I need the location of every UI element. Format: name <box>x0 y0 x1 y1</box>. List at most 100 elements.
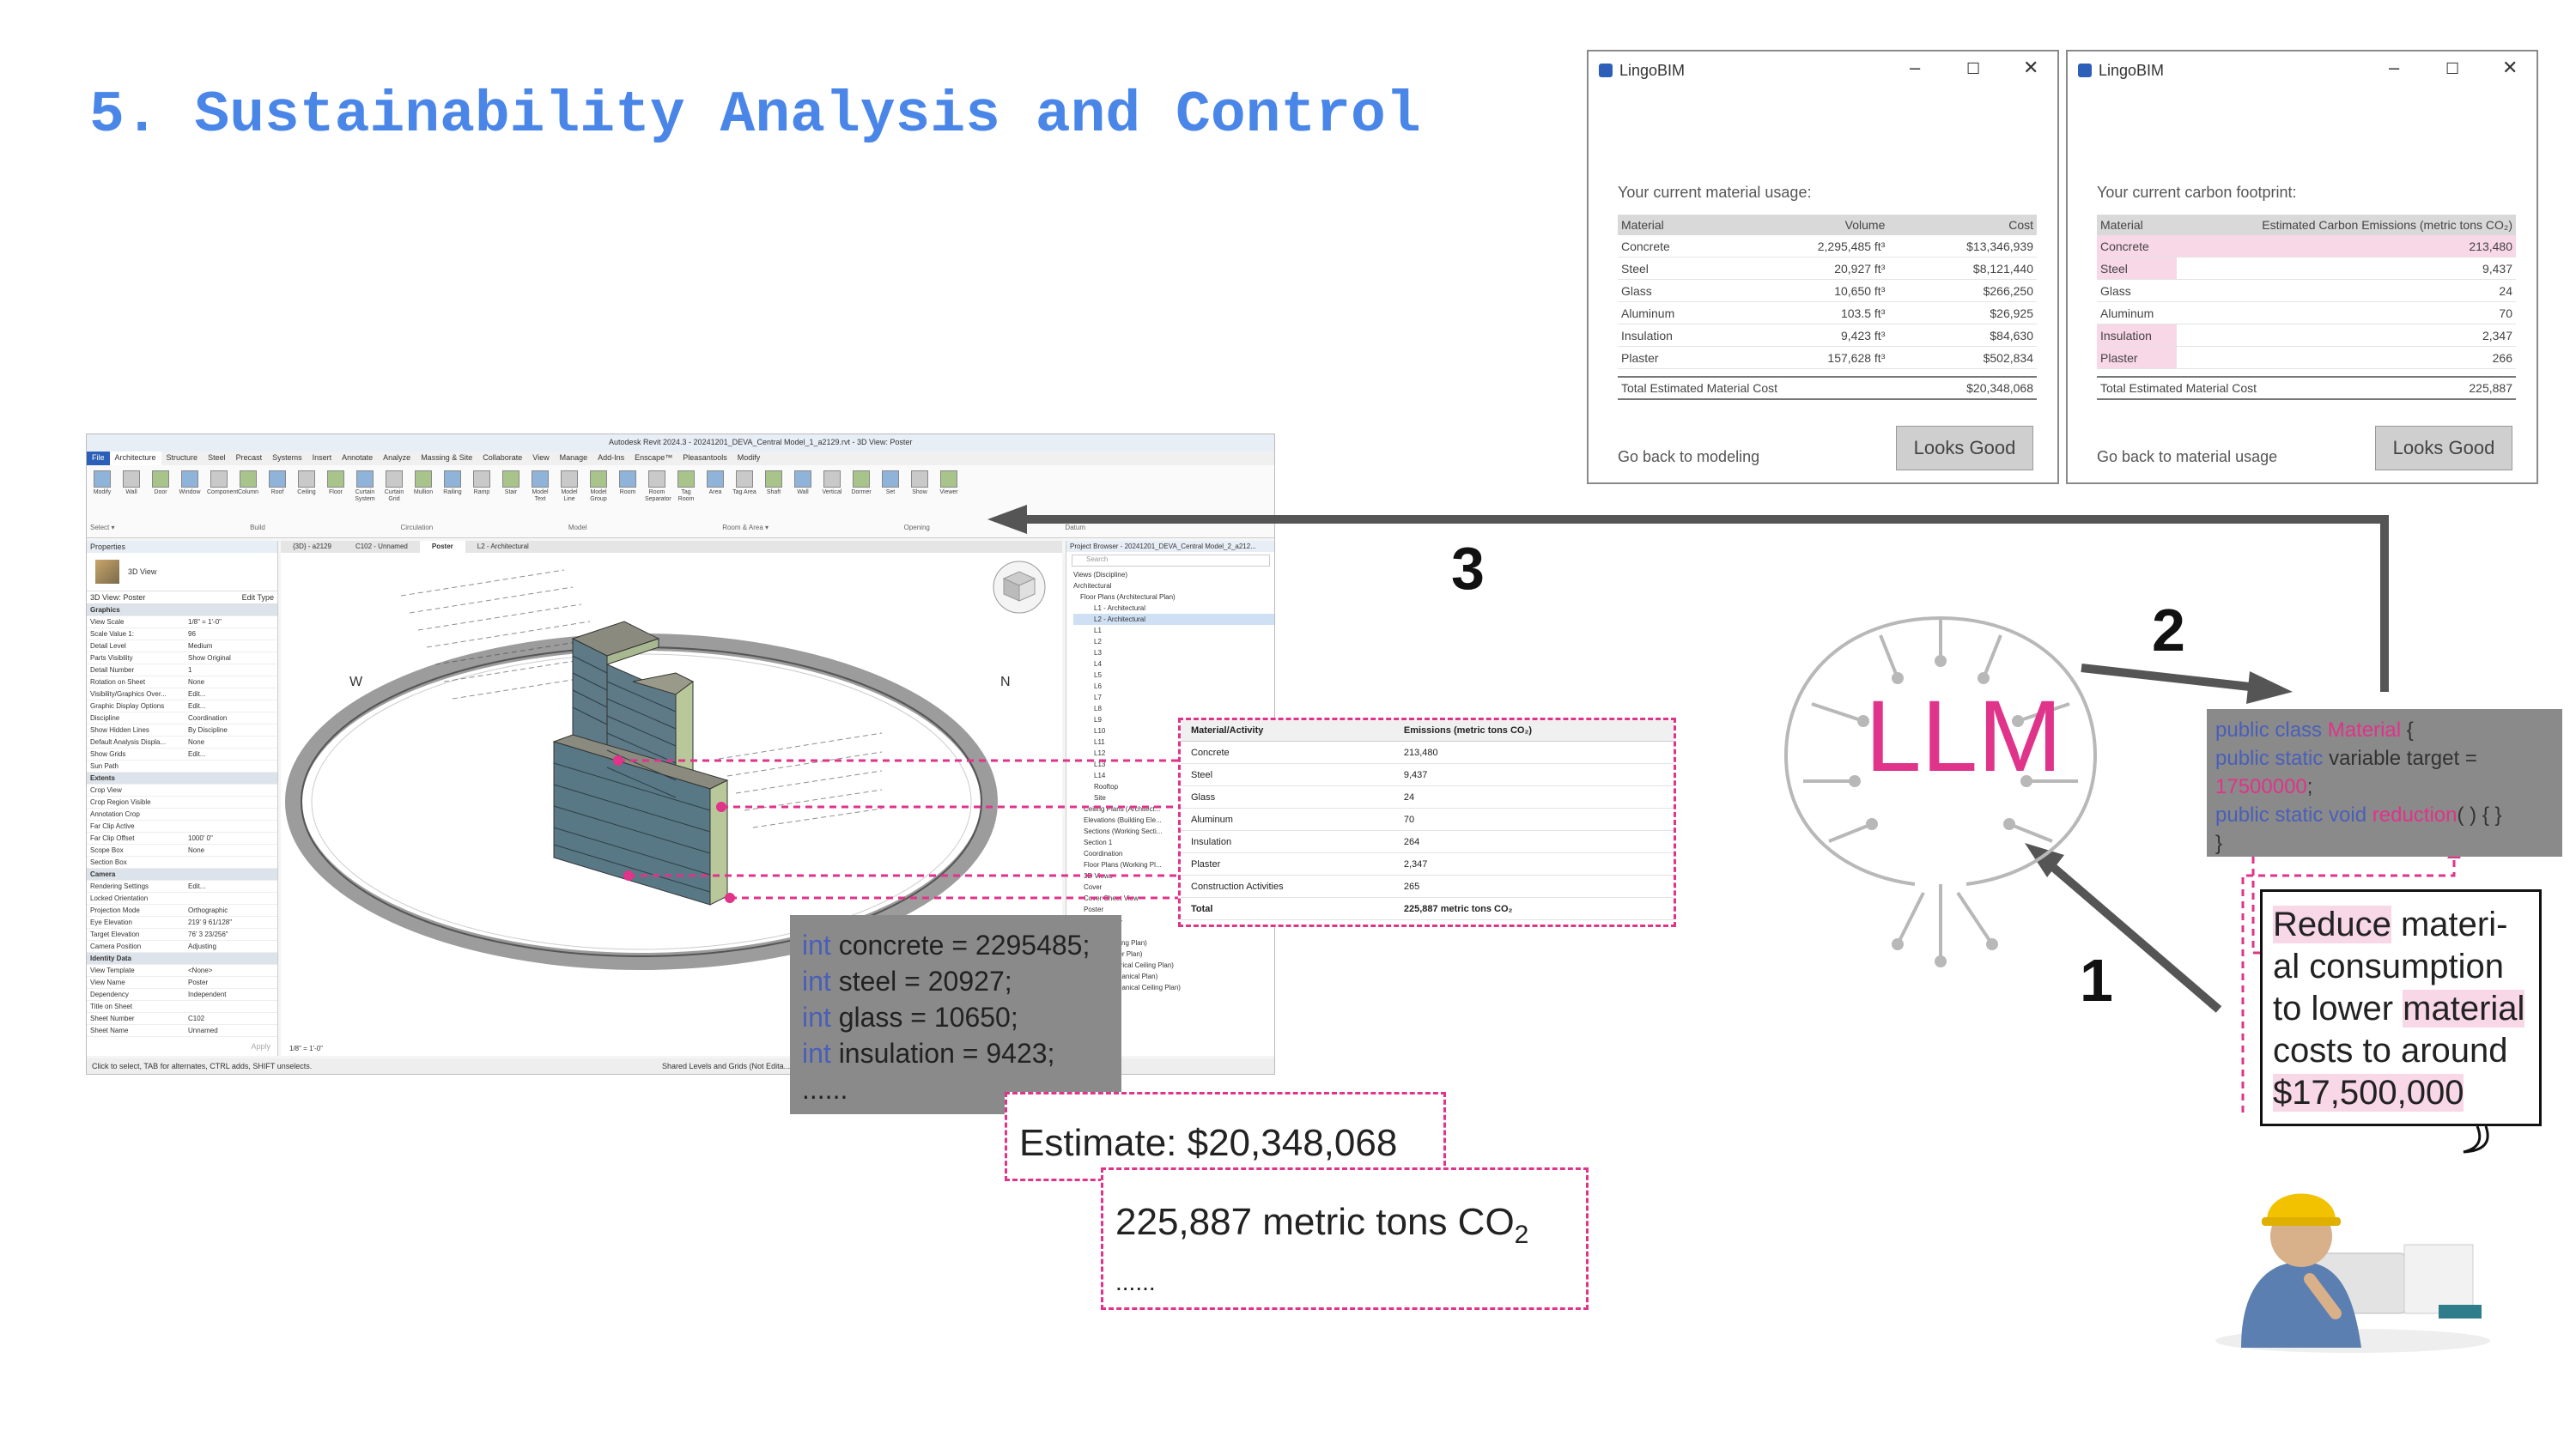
ribbon-tool-button[interactable]: Room Separator <box>645 470 671 503</box>
ribbon-tool-button[interactable]: Curtain Grid <box>382 470 406 503</box>
looks-good-button[interactable]: Looks Good <box>2375 426 2512 470</box>
property-row[interactable]: View Template<None> <box>87 965 277 977</box>
browser-item[interactable]: Architectural <box>1073 582 1112 590</box>
tab-insert[interactable]: Insert <box>312 453 332 462</box>
browser-item[interactable]: L6 <box>1094 682 1102 690</box>
browser-item[interactable]: L11 <box>1094 738 1105 746</box>
tab-pleasantools[interactable]: Pleasantools <box>683 453 727 462</box>
browser-item[interactable]: Site <box>1094 794 1106 802</box>
browser-item[interactable]: Plans (Electrical Ceiling Plan) <box>1084 961 1174 969</box>
ribbon-group-label[interactable]: Build <box>250 524 265 531</box>
minimize-icon[interactable]: – <box>2389 57 2400 78</box>
ribbon-tool-button[interactable]: Door <box>149 470 173 503</box>
ribbon-tool-button[interactable]: Set <box>878 470 902 503</box>
tab-addins[interactable]: Add-Ins <box>598 453 625 462</box>
ribbon-tool-button[interactable]: Railing <box>440 470 465 503</box>
ribbon-group-label[interactable]: Opening <box>903 524 930 531</box>
close-icon[interactable]: ✕ <box>2023 57 2039 78</box>
ribbon-tool-button[interactable]: Vertical <box>820 470 844 503</box>
maximize-icon[interactable]: ☐ <box>2445 60 2460 77</box>
property-row[interactable]: Section Box <box>87 857 277 869</box>
view-scale[interactable]: 1/8" = 1'-0" <box>289 1045 324 1052</box>
ribbon-tool-button[interactable]: Column <box>236 470 260 503</box>
property-row[interactable]: Visibility/Graphics Over...Edit... <box>87 688 277 700</box>
property-row[interactable]: Scale Value 1:96 <box>87 628 277 640</box>
tab-precast[interactable]: Precast <box>235 453 263 462</box>
ribbon-tool-button[interactable]: Model Group <box>586 470 611 503</box>
property-row[interactable]: Sun Path <box>87 761 277 773</box>
browser-item[interactable]: L14 <box>1094 772 1106 779</box>
property-row[interactable]: Locked Orientation <box>87 893 277 905</box>
view-type-selector[interactable]: 3D View <box>87 553 277 591</box>
property-row[interactable]: Far Clip Active <box>87 821 277 833</box>
ribbon-tool-button[interactable]: Component <box>207 470 238 503</box>
edit-type-button[interactable]: Edit Type <box>241 593 274 602</box>
tab-steel[interactable]: Steel <box>208 453 226 462</box>
tab-structure[interactable]: Structure <box>166 453 198 462</box>
ribbon-tool-button[interactable]: Area <box>703 470 727 503</box>
tab-architecture[interactable]: Architecture <box>109 452 161 465</box>
browser-item[interactable]: Plans (Mechanical Ceiling Plan) <box>1084 984 1181 991</box>
property-row[interactable]: Default Analysis Displa...None <box>87 737 277 749</box>
view-tab[interactable]: C102 - Unnamed <box>355 543 408 550</box>
browser-item[interactable]: L12 <box>1094 749 1106 757</box>
tab-manage[interactable]: Manage <box>559 453 588 462</box>
browser-item[interactable]: L1 - Architectural <box>1094 604 1146 612</box>
browser-item[interactable]: L5 <box>1094 671 1102 679</box>
ribbon-tool-button[interactable]: Mullion <box>411 470 435 503</box>
ribbon-tool-button[interactable]: Stair <box>499 470 523 503</box>
tab-view[interactable]: View <box>532 453 550 462</box>
browser-item[interactable]: L10 <box>1094 727 1106 735</box>
looks-good-button[interactable]: Looks Good <box>1896 426 2033 470</box>
browser-item[interactable]: L2 <box>1094 638 1102 646</box>
browser-item[interactable]: L8 <box>1094 705 1102 712</box>
tab-massing[interactable]: Massing & Site <box>421 453 473 462</box>
property-row[interactable]: Annotation Crop <box>87 809 277 821</box>
browser-item[interactable]: L7 <box>1094 694 1102 701</box>
view-tab[interactable]: Poster <box>419 541 465 553</box>
ribbon-tool-button[interactable]: Tag Room <box>674 470 698 503</box>
ribbon-tool-button[interactable]: Wall <box>791 470 815 503</box>
minimize-icon[interactable]: – <box>1910 57 1921 78</box>
browser-item[interactable]: L2 - Architectural <box>1073 614 1274 625</box>
ribbon-tool-button[interactable]: Shaft <box>762 470 786 503</box>
browser-item[interactable]: Floor Plans (Architectural Plan) <box>1080 593 1176 601</box>
ribbon-group-label[interactable]: Datum <box>1065 524 1085 531</box>
tab-annotate[interactable]: Annotate <box>342 453 374 462</box>
tab-analyze[interactable]: Analyze <box>383 453 411 462</box>
property-row[interactable]: Crop View <box>87 785 277 797</box>
ribbon-group-label[interactable]: Select ▾ <box>90 524 115 531</box>
browser-item[interactable]: Section 1 <box>1084 839 1113 846</box>
ribbon-tool-button[interactable]: Model Line <box>557 470 581 503</box>
browser-item[interactable]: Poster <box>1084 906 1104 913</box>
ribbon-tool-button[interactable]: Window <box>178 470 202 503</box>
ribbon-tool-button[interactable]: Floor <box>324 470 348 503</box>
back-link[interactable]: Go back to material usage <box>2097 448 2278 465</box>
view-tab[interactable]: L2 - Architectural <box>477 543 529 550</box>
ribbon-tool-button[interactable]: Tag Area <box>732 470 756 503</box>
browser-item[interactable]: L1 <box>1094 627 1102 634</box>
property-row[interactable]: Title on Sheet <box>87 1001 277 1013</box>
browser-item[interactable]: Cover <box>1084 883 1103 891</box>
browser-item[interactable]: L4 <box>1094 660 1102 668</box>
ribbon-group-label[interactable]: Circulation <box>400 524 434 531</box>
tab-enscape[interactable]: Enscape™ <box>635 453 673 462</box>
browser-search[interactable]: Search <box>1072 555 1270 567</box>
ribbon-tool-button[interactable]: Roof <box>265 470 289 503</box>
property-row[interactable]: Graphics <box>87 604 277 616</box>
browser-item[interactable]: L3 <box>1094 649 1102 657</box>
